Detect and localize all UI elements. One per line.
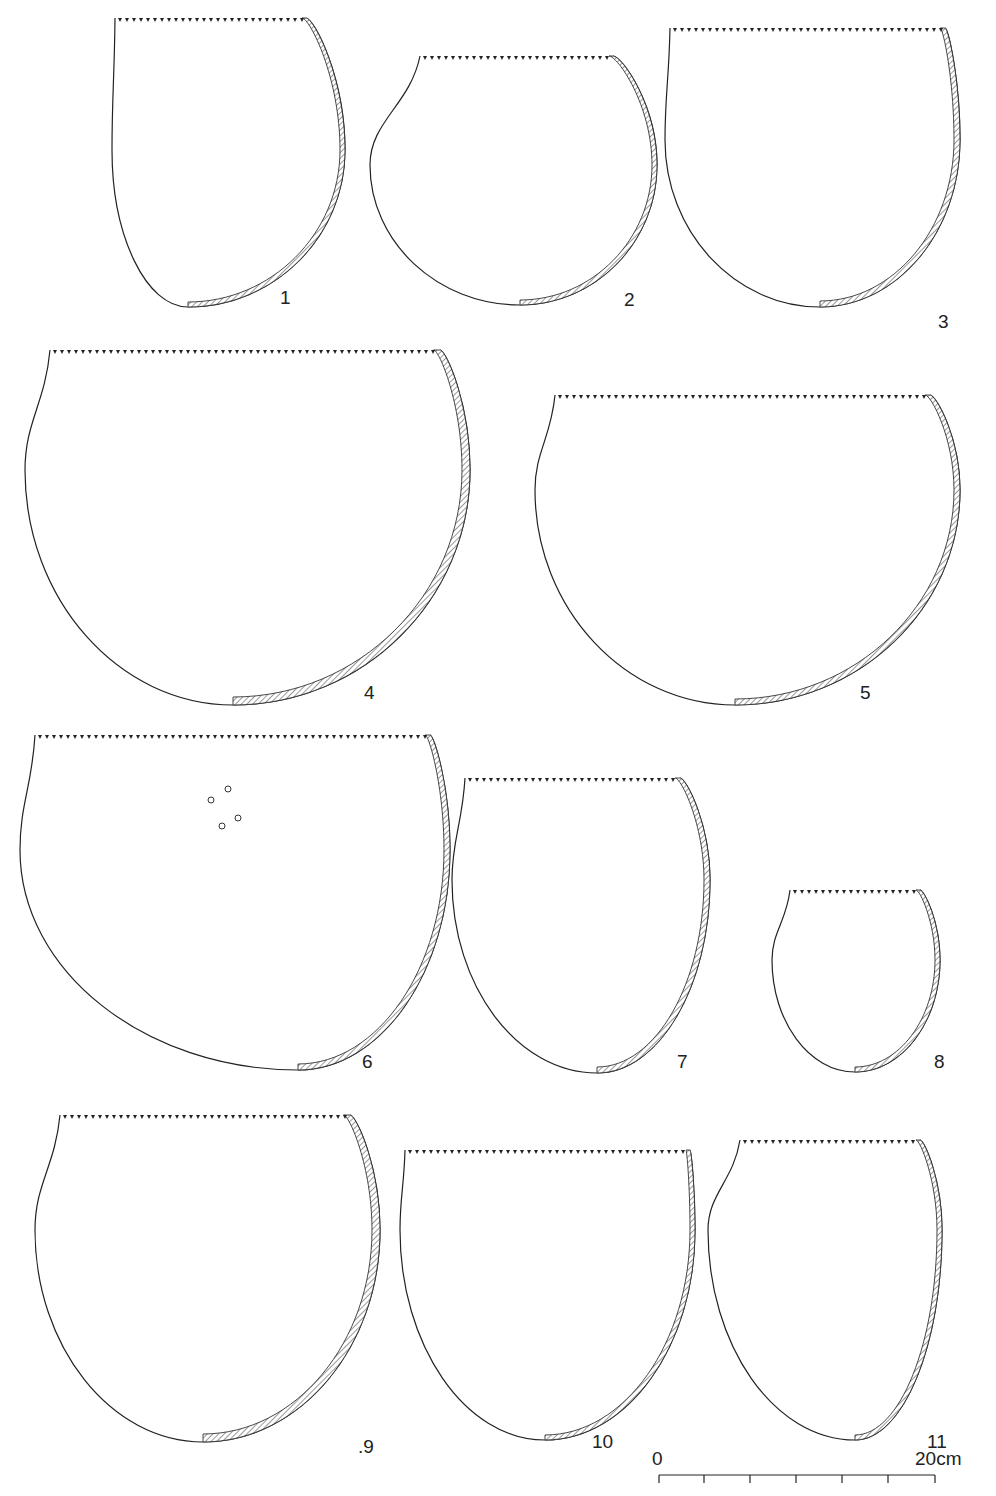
vessel-number: .9	[358, 1437, 374, 1456]
vessel-number: 3	[938, 312, 949, 331]
wall-section	[203, 1115, 380, 1442]
vessel-outline	[20, 735, 450, 1070]
rim-notches	[53, 350, 435, 354]
wall-section	[855, 890, 940, 1072]
wall-section	[520, 56, 657, 305]
wall-section	[545, 1150, 695, 1440]
rim-notches	[793, 890, 916, 894]
vessel-number: 6	[362, 1052, 373, 1071]
rim-notches	[743, 1140, 915, 1144]
vessel-outline	[400, 1150, 695, 1440]
perforation-holes	[208, 786, 241, 829]
vessel-number: 5	[860, 683, 871, 702]
scale-bar	[659, 1475, 935, 1483]
vessel-number: 10	[592, 1432, 613, 1451]
vessel-number: 7	[677, 1052, 688, 1071]
vessel-outline	[370, 56, 657, 305]
wall-section	[188, 18, 345, 307]
scale-label: 20cm	[915, 1449, 961, 1468]
wall-section	[735, 395, 960, 705]
vessel-number: 4	[364, 683, 375, 702]
wall-section	[298, 735, 450, 1070]
vessel-number: 2	[624, 290, 635, 309]
vessel-outline	[708, 1140, 942, 1440]
vessel-number: 1	[280, 288, 291, 307]
rim-notches	[558, 395, 926, 399]
vessel-outline	[112, 18, 345, 307]
vessel-outline	[535, 395, 960, 705]
rim-notches	[423, 56, 609, 60]
rim-notches	[468, 778, 675, 782]
vessel-outline	[35, 1115, 380, 1442]
rim-notches	[118, 18, 304, 22]
vessel-outline	[772, 890, 940, 1072]
vessel-outline	[25, 350, 470, 705]
rim-notches	[63, 1115, 347, 1119]
rim-notches	[408, 1150, 685, 1154]
scale-label: 0	[652, 1449, 663, 1468]
vessel-outline	[452, 778, 710, 1073]
wall-section	[597, 778, 710, 1073]
rim-notches	[673, 28, 943, 32]
vessel-number: 8	[934, 1052, 945, 1071]
vessel-outline	[665, 28, 960, 307]
wall-section	[233, 350, 470, 705]
wall-section	[855, 1140, 942, 1440]
rim-notches	[38, 735, 427, 739]
wall-section	[820, 28, 960, 307]
